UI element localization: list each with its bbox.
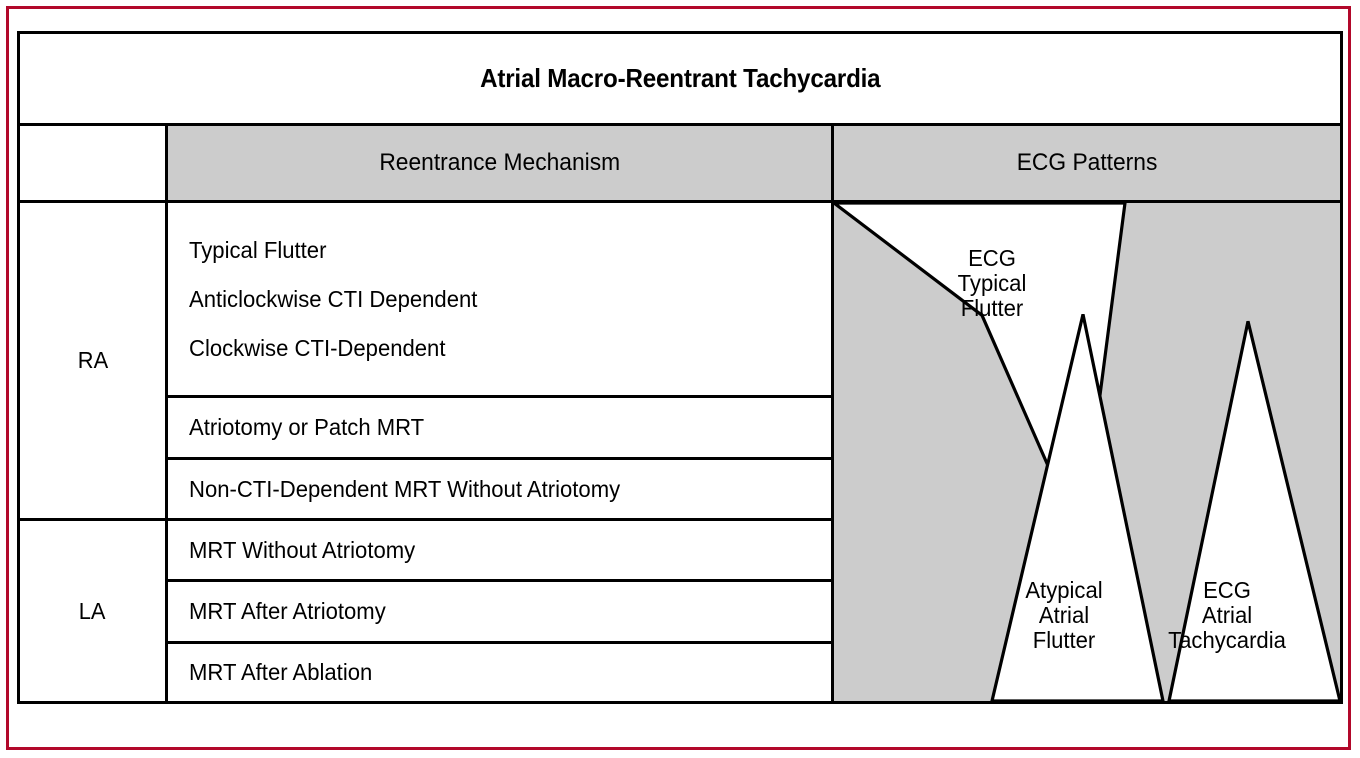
mechanism-item: Typical Flutter bbox=[189, 236, 327, 263]
header-label-ecg: ECG Patterns bbox=[1016, 149, 1158, 176]
mechanism-row: MRT After Atriotomy bbox=[168, 582, 831, 644]
ecg-label-line: Typical bbox=[957, 269, 1027, 296]
header-corner-cell bbox=[20, 126, 168, 200]
mechanism-item: MRT After Ablation bbox=[189, 659, 373, 685]
mechanism-row: MRT Without Atriotomy bbox=[168, 521, 831, 582]
chamber-label-la: LA bbox=[79, 597, 106, 624]
header-label-mechanism: Reentrance Mechanism bbox=[379, 149, 620, 176]
ecg-label-line: Atrial bbox=[1038, 601, 1090, 628]
table-body: RA LA Typical Flutter Anticlockwise CTI … bbox=[20, 203, 1340, 701]
ecg-patterns-panel: ECG Typical Flutter Atypical Atrial Flut… bbox=[834, 203, 1340, 701]
header-cell-ecg: ECG Patterns bbox=[834, 126, 1340, 200]
page-title: Atrial Macro-Reentrant Tachycardia bbox=[479, 63, 881, 93]
chamber-column: RA LA bbox=[20, 203, 168, 701]
mechanism-item: Clockwise CTI-Dependent bbox=[189, 334, 446, 361]
ecg-label-line: Atypical bbox=[1025, 577, 1103, 603]
ecg-label-line: Flutter bbox=[960, 294, 1024, 321]
mechanism-item: MRT Without Atriotomy bbox=[189, 536, 416, 563]
chamber-cell-ra: RA bbox=[20, 203, 165, 521]
mechanism-item: Anticlockwise CTI Dependent bbox=[189, 285, 478, 312]
wedge-ecg-atrial-tachycardia bbox=[1167, 320, 1340, 701]
ecg-waveform-graphic bbox=[834, 203, 1340, 701]
header-cell-mechanism: Reentrance Mechanism bbox=[168, 126, 834, 200]
mechanism-item: Atriotomy or Patch MRT bbox=[189, 414, 425, 440]
diagram-table: Atrial Macro-Reentrant Tachycardia Reent… bbox=[17, 31, 1343, 704]
mechanism-row: Atriotomy or Patch MRT bbox=[168, 398, 831, 460]
mechanism-item: Non-CTI-Dependent MRT Without Atriotomy bbox=[189, 475, 621, 502]
ecg-label-line: ECG bbox=[968, 245, 1016, 271]
mechanism-column: Typical Flutter Anticlockwise CTI Depend… bbox=[168, 203, 834, 701]
ecg-label-line: Tachycardia bbox=[1168, 626, 1286, 653]
ecg-label-atrial-tachycardia: ECG Atrial Tachycardia bbox=[1141, 578, 1314, 652]
table-header-row: Reentrance Mechanism ECG Patterns bbox=[20, 126, 1340, 203]
mechanism-row: Non-CTI-Dependent MRT Without Atriotomy bbox=[168, 460, 831, 521]
wedge-atypical-atrial-flutter bbox=[990, 313, 1165, 701]
mechanism-item: MRT After Atriotomy bbox=[189, 598, 386, 624]
chamber-cell-la: LA bbox=[20, 521, 165, 701]
chamber-label-ra: RA bbox=[77, 347, 108, 373]
ecg-label-line: Atrial bbox=[1201, 601, 1253, 628]
ecg-label-line: ECG bbox=[1203, 577, 1251, 603]
ecg-label-typical-flutter: ECG Typical Flutter bbox=[925, 246, 1059, 320]
mechanism-row: MRT After Ablation bbox=[168, 644, 831, 701]
mechanism-group-cti: Typical Flutter Anticlockwise CTI Depend… bbox=[168, 203, 831, 398]
ecg-label-line: Flutter bbox=[1032, 626, 1096, 653]
outer-red-frame bbox=[6, 6, 1351, 750]
ecg-label-atypical-atrial-flutter: Atypical Atrial Flutter bbox=[997, 578, 1131, 652]
table-title-row: Atrial Macro-Reentrant Tachycardia bbox=[20, 34, 1340, 126]
